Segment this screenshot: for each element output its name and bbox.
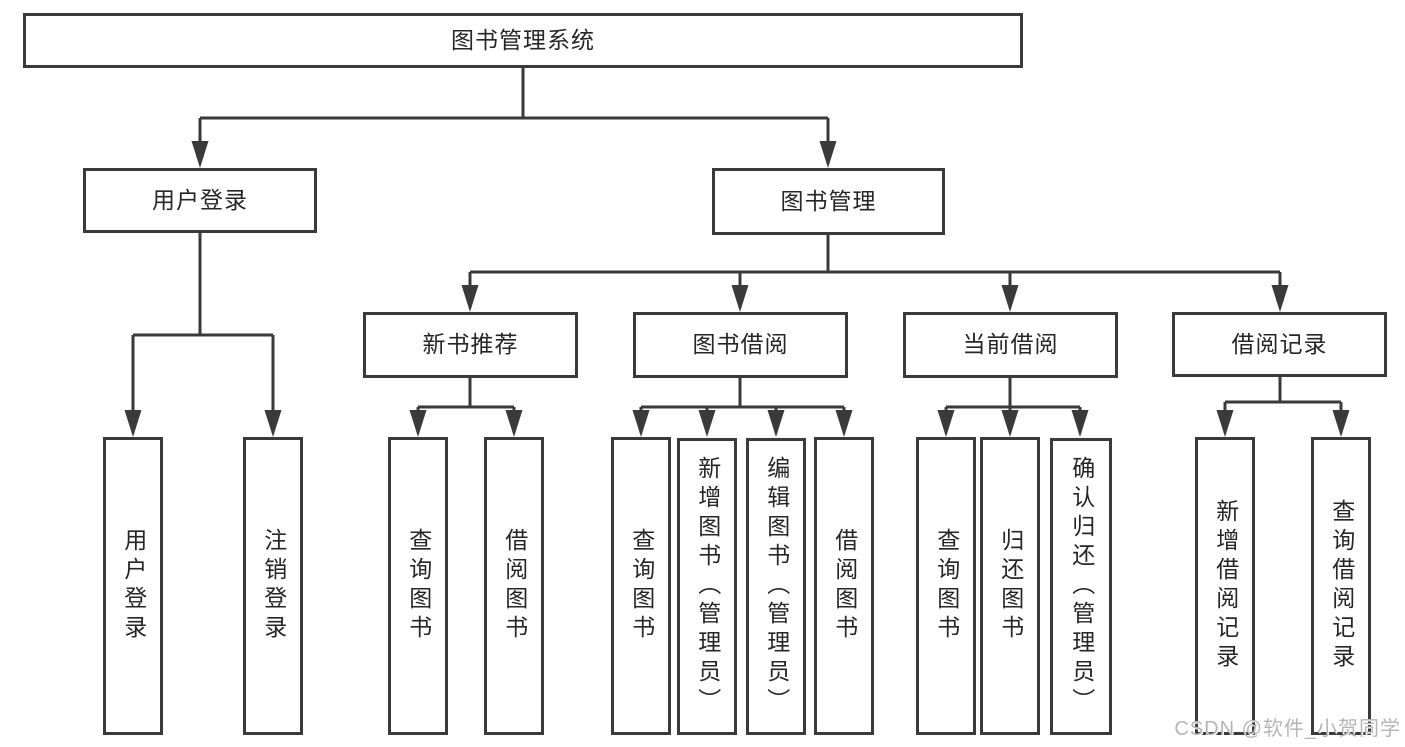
arrow-down-icon [124, 410, 142, 437]
arrow-down-icon [1332, 410, 1350, 437]
connector-bookmgmt-to-level2 [468, 235, 1282, 308]
arrow-down-icon [937, 410, 955, 437]
leaf-record-add-borrow-record: 新增借阅记录 [1195, 437, 1255, 735]
leaf-borrow-borrow-book: 借阅图书 [814, 437, 874, 735]
leaf-newbook-borrow-book: 借阅图书 [484, 437, 544, 735]
arrow-down-icon [1071, 410, 1089, 437]
node-book-borrow: 图书借阅 [633, 312, 848, 378]
connector-borrowrecord-to-leaves [1223, 377, 1343, 433]
arrow-down-icon [1001, 410, 1019, 437]
arrow-down-icon [767, 410, 785, 437]
connector-userlogin-to-leaves [131, 233, 275, 433]
arrow-down-icon [409, 410, 427, 437]
arrow-down-icon [264, 410, 282, 437]
arrow-down-icon [1001, 285, 1019, 312]
leaf-current-query-book: 查询图书 [916, 437, 976, 735]
leaf-current-return-book: 归还图书 [980, 437, 1040, 735]
leaf-record-query-borrow-record: 查询借阅记录 [1311, 437, 1371, 735]
leaf-current-confirm-return-admin: 确认归还（管理员） [1050, 438, 1112, 735]
arrow-down-icon [505, 410, 523, 437]
connector-bookborrow-to-leaves [639, 378, 846, 433]
arrow-down-icon [632, 410, 650, 437]
connector-newbook-to-leaves [416, 378, 516, 433]
leaf-borrow-edit-book-admin: 编辑图书（管理员） [746, 438, 806, 735]
arrow-down-icon [1271, 285, 1289, 312]
node-user-login: 用户登录 [83, 168, 317, 233]
leaf-borrow-add-book-admin: 新增图书（管理员） [677, 438, 737, 735]
arrow-down-icon [835, 410, 853, 437]
arrow-down-icon [698, 410, 716, 437]
node-current-borrow: 当前借阅 [903, 312, 1118, 378]
connector-root-to-level1 [198, 68, 830, 164]
arrow-down-icon [1216, 410, 1234, 437]
arrow-down-icon [461, 285, 479, 312]
leaf-logout-login: 注销登录 [243, 437, 303, 735]
leaf-borrow-query-book: 查询图书 [611, 437, 671, 735]
csdn-watermark: CSDN @软件_小贺同学 [1174, 718, 1401, 740]
node-book-management: 图书管理 [712, 168, 945, 235]
node-new-book-recommend: 新书推荐 [363, 312, 578, 378]
arrow-down-icon [819, 141, 837, 168]
leaf-user-login: 用户登录 [103, 437, 163, 735]
node-borrow-record: 借阅记录 [1172, 312, 1387, 377]
leaf-newbook-query-book: 查询图书 [388, 437, 448, 735]
arrow-down-icon [731, 285, 749, 312]
arrow-down-icon [191, 141, 209, 168]
node-library-management-system: 图书管理系统 [23, 13, 1023, 68]
